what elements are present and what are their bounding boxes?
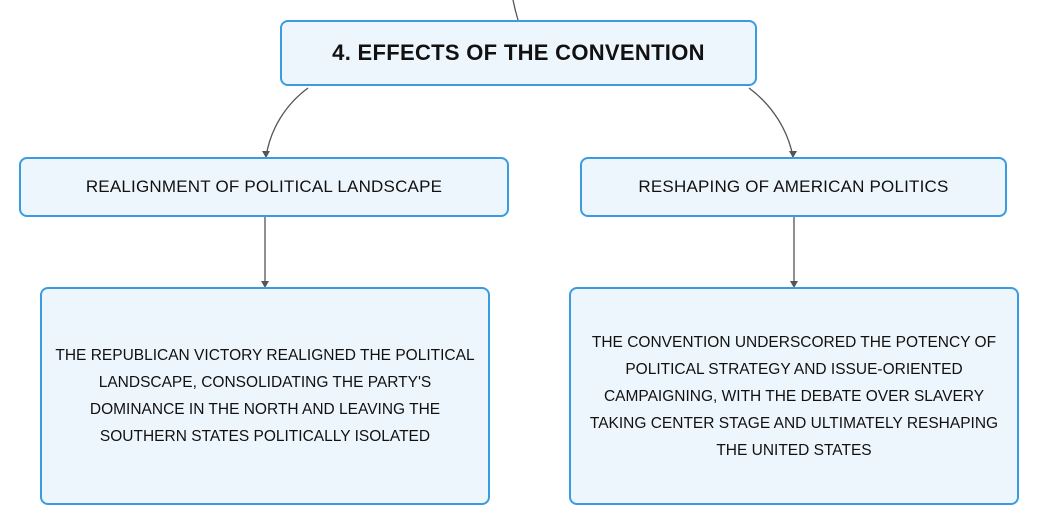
root-topic-title: 4. EFFECTS OF THE CONVENTION	[332, 40, 705, 65]
branch-topic-realignment[interactable]: REALIGNMENT OF POLITICAL LANDSCAPE	[19, 157, 509, 217]
detail-topic-reshaping[interactable]: THE CONVENTION UNDERSCORED THE POTENCY O…	[569, 287, 1019, 505]
connector-root-to-left-branch	[265, 87, 309, 158]
connector-root-to-right-branch	[748, 87, 794, 158]
root-topic[interactable]: 4. EFFECTS OF THE CONVENTION	[280, 20, 757, 86]
connector-arrowhead	[789, 151, 797, 158]
detail-topic-text: THE CONVENTION UNDERSCORED THE POTENCY O…	[589, 333, 999, 459]
connector-arrowhead	[790, 281, 798, 288]
connector-from-parent	[512, 0, 519, 21]
branch-topic-reshaping[interactable]: RESHAPING OF AMERICAN POLITICS	[580, 157, 1007, 217]
branch-topic-label: REALIGNMENT OF POLITICAL LANDSCAPE	[85, 177, 443, 196]
connector-arrowhead	[262, 151, 270, 158]
detail-topic-text: THE REPUBLICAN VICTORY REALIGNED THE POL…	[55, 347, 475, 445]
detail-topic-realignment[interactable]: THE REPUBLICAN VICTORY REALIGNED THE POL…	[40, 287, 490, 505]
connector-arrowhead	[261, 281, 269, 288]
branch-topic-label: RESHAPING OF AMERICAN POLITICS	[638, 177, 949, 196]
